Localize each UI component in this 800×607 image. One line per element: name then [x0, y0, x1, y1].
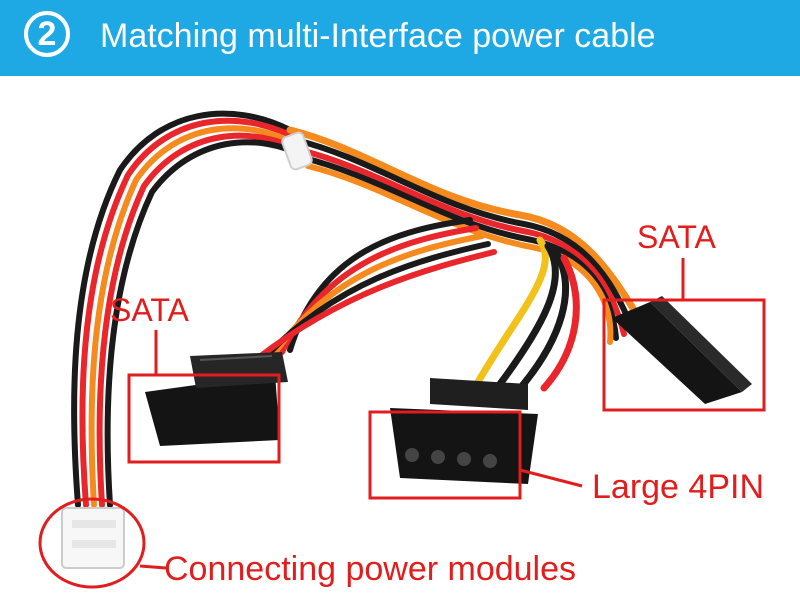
sata-connector-right: [612, 296, 752, 404]
label-connecting-modules: Connecting power modules: [164, 550, 577, 588]
highlight-circle-module: [38, 497, 146, 589]
module-connector: [61, 507, 125, 569]
label-sata-right: SATA: [637, 219, 716, 255]
pointer-lines: [139, 258, 685, 570]
label-sata-left: SATA: [110, 292, 189, 328]
pointer-module: [139, 564, 167, 570]
power-cable-photo: [38, 110, 766, 589]
wire-bundle-4pin: [474, 236, 580, 392]
highlight-box-sata-left: [127, 373, 281, 464]
wire-bundle-left: [71, 110, 311, 508]
wire-bundle-sata-left: [255, 217, 497, 361]
cable-tie: [281, 131, 313, 171]
page-title: Matching multi-Interface power cable: [100, 17, 656, 55]
highlight-boxes: [38, 298, 766, 589]
highlight-box-4pin: [368, 410, 522, 500]
sata-connector-left: [145, 352, 288, 446]
wire-bundle-top: [286, 126, 644, 345]
header-banner: 2 Matching multi-Interface power cable: [0, 0, 800, 76]
molex-4pin-connector: [390, 378, 538, 484]
pointer-4pin: [519, 468, 583, 488]
step-number-badge: 2: [24, 11, 70, 57]
label-large-4pin: Large 4PIN: [592, 468, 764, 506]
